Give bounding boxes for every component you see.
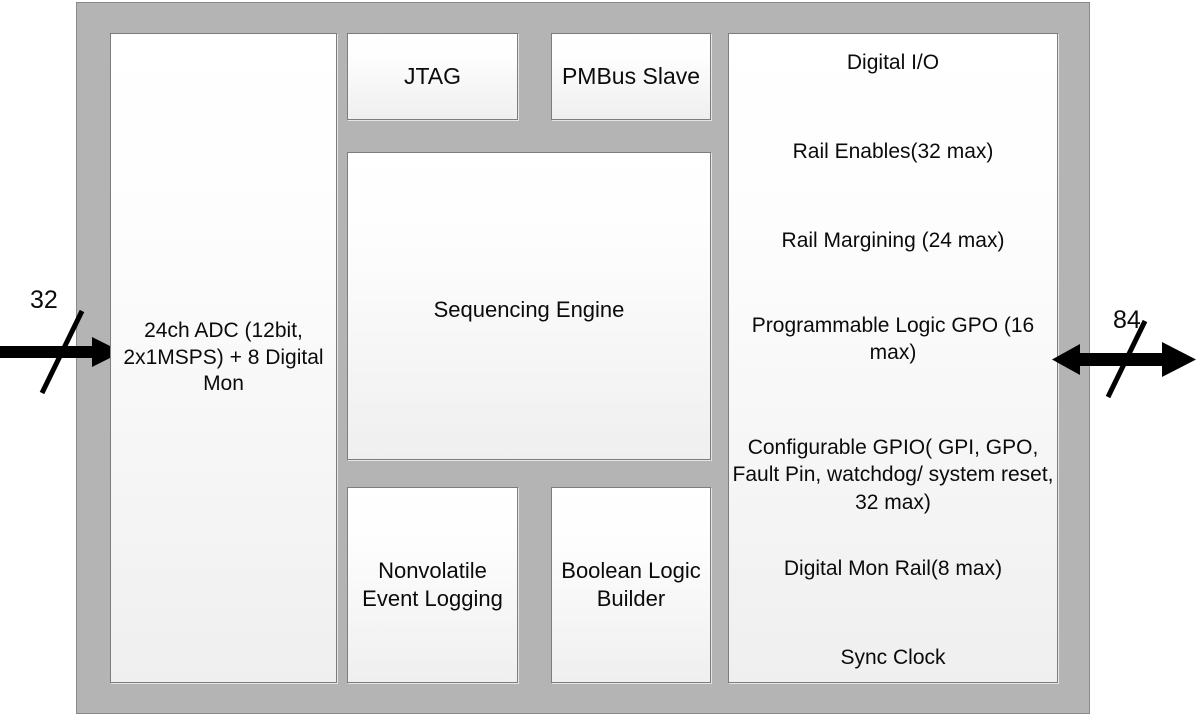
input-bus-arrow: [0, 309, 122, 395]
digital-io-digital-mon-rail: Digital Mon Rail(8 max): [783, 557, 1003, 580]
digital-io-programmable-logic-gpo: Programmable Logic GPO (16 max): [751, 314, 1035, 365]
digital-io-line-list: Digital I/O Rail Enables(32 max) Rail Ma…: [729, 34, 1057, 682]
block-pmbus-slave: PMBus Slave: [551, 33, 711, 120]
output-bus-width-label: 84: [1113, 306, 1141, 334]
block-nonvolatile-event-logging: Nonvolatile Event Logging: [347, 487, 518, 683]
input-bus-width-label: 32: [30, 286, 58, 314]
digital-io-rail-margining: Rail Margining (24 max): [781, 229, 1005, 252]
output-bus-arrow: [1052, 319, 1196, 399]
block-jtag: JTAG: [347, 33, 518, 120]
block-digital-io-panel: Digital I/O Rail Enables(32 max) Rail Ma…: [728, 33, 1058, 683]
block-boolean-logic-builder: Boolean Logic Builder: [551, 487, 711, 683]
block-sequencing-engine: Sequencing Engine: [347, 152, 711, 460]
block-adc: 24ch ADC (12bit, 2x1MSPS) + 8 Digital Mo…: [110, 33, 337, 683]
digital-io-heading: Digital I/O: [846, 51, 940, 74]
digital-io-sync-clock: Sync Clock: [840, 646, 946, 669]
digital-io-configurable-gpio: Configurable GPIO( GPI, GPO, Fault Pin, …: [732, 436, 1054, 514]
digital-io-rail-enables: Rail Enables(32 max): [792, 140, 994, 163]
